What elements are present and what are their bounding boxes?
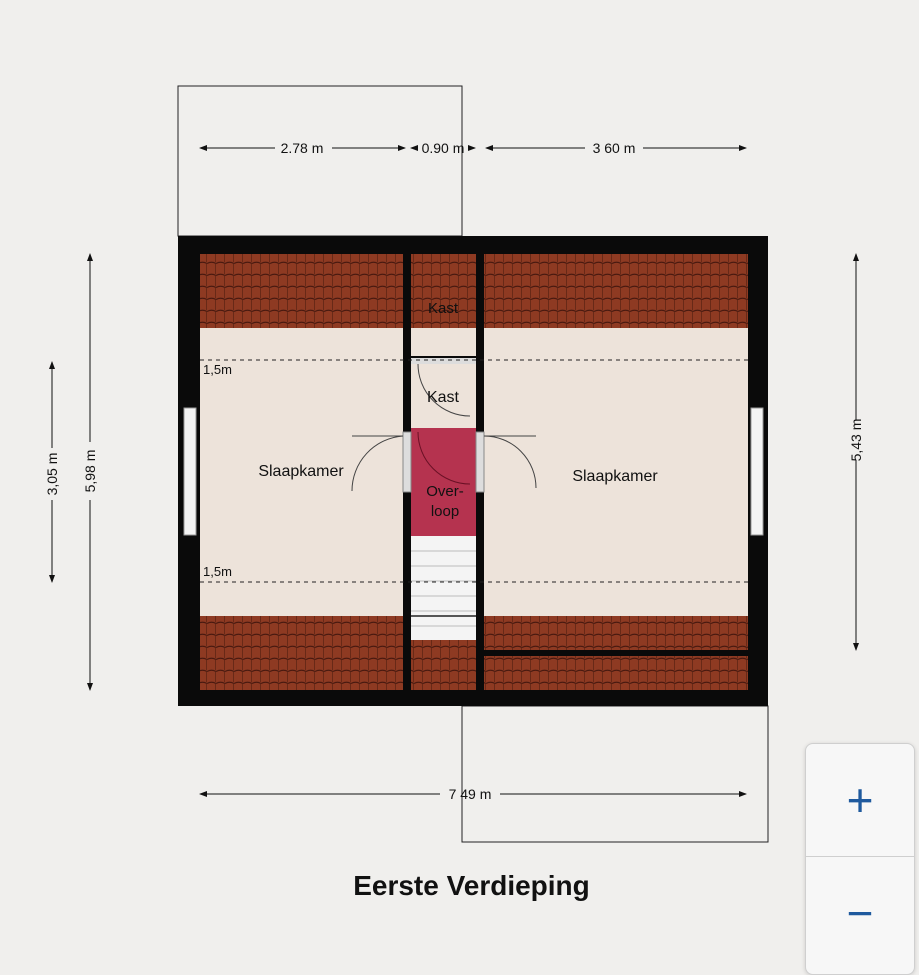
room-label-left-bedroom: Slaapkamer — [258, 463, 344, 480]
height-mark-bottom: 1,5m — [203, 564, 232, 579]
zoom-controls: + − — [805, 743, 915, 975]
room-label-kast-top: Kast — [428, 300, 459, 317]
dim-left-outer: 5,98 m — [82, 450, 98, 493]
door-swing-right — [483, 435, 537, 489]
zoom-in-button[interactable]: + — [846, 774, 874, 826]
dim-bottom: 7 49 m — [449, 786, 492, 802]
door-swing-kast — [417, 363, 471, 417]
room-label-kast: Kast — [427, 389, 460, 406]
height-mark-top: 1,5m — [203, 362, 232, 377]
window-left — [183, 407, 197, 536]
overloop-floor — [411, 428, 476, 536]
dim-top-right: 3 60 m — [593, 140, 636, 156]
room-label-overloop-1: Over- — [426, 483, 464, 500]
room-label-overloop-2: loop — [431, 503, 459, 520]
wall-bottom-strip — [484, 650, 748, 656]
room-label-right-bedroom: Slaapkamer — [572, 468, 658, 485]
door-swing-overloop — [417, 431, 471, 485]
balcony-outline-top — [177, 85, 463, 237]
floor-title: Eerste Verdieping — [353, 870, 590, 901]
zoom-out-button[interactable]: − — [806, 856, 914, 969]
outline-bottom — [461, 705, 769, 843]
dim-right: 5,43 m — [848, 419, 864, 462]
window-right — [750, 407, 764, 536]
dim-top-middle: 0.90 m — [422, 140, 465, 156]
door-swing-left — [351, 435, 404, 492]
stairs — [411, 536, 476, 640]
roof-tiles-top — [200, 254, 748, 328]
dim-left-inner: 3,05 m — [44, 453, 60, 496]
dim-top-left: 2.78 m — [281, 140, 324, 156]
